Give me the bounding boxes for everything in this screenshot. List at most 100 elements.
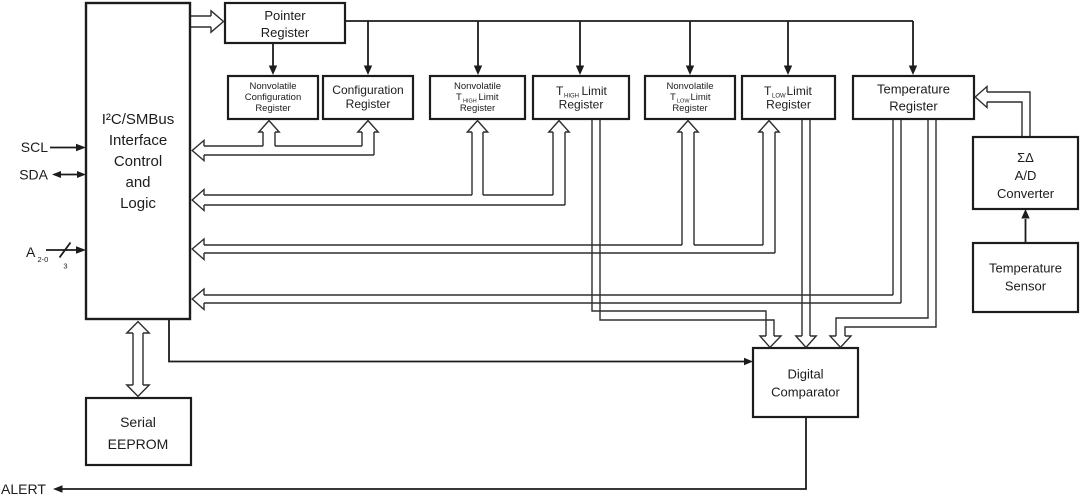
- config-label-line2: Register: [346, 97, 391, 111]
- address-pin-label: A: [26, 244, 36, 260]
- address-bus-width-label: 3: [63, 262, 67, 271]
- arrowhead-bus3-into-i2c: [191, 237, 205, 262]
- tlow-limit-register-block: [740, 74, 837, 121]
- i2c-block-label-line4: and: [125, 174, 150, 191]
- configuration-register-block: [321, 74, 415, 121]
- i2c-block-label-line2: Interface: [109, 132, 167, 149]
- nv-config-label-line2: Configuration: [245, 92, 302, 103]
- nv-thigh-limit: Limit: [479, 92, 499, 103]
- nv-thigh-sub: HIGH: [463, 99, 477, 105]
- arrowhead-into-eeprom: [125, 384, 151, 398]
- nv-tlow-limit: Limit: [691, 92, 711, 103]
- i2c-interface-block: [84, 1, 192, 321]
- adc-block: [971, 135, 1080, 211]
- arrowhead-into-nv-thigh: [465, 119, 490, 133]
- arrowhead-bus2-into-i2c: [191, 187, 205, 213]
- nv-config-label-line3: Register: [255, 103, 290, 114]
- temp-register-label-line1: Temperature: [877, 82, 950, 97]
- pointer-register-label-line2: Register: [261, 25, 310, 40]
- nonvolatile-thigh-limit-register-block: [428, 74, 527, 121]
- scl-pin-label: SCL: [21, 139, 48, 155]
- tlow-registers-to-i2c-bus: [204, 132, 776, 254]
- adc-to-temp-register-bus: [987, 91, 1031, 137]
- digital-comparator-block: [751, 346, 860, 419]
- temp-register-label-line2: Register: [889, 99, 938, 114]
- arrowhead-into-config-top: [363, 65, 373, 75]
- comparator-label-line2: Comparator: [771, 385, 840, 400]
- arrowhead-into-config: [356, 119, 380, 133]
- nv-tlow-sub: LOW: [677, 99, 690, 105]
- thigh-limit-register-block: [531, 74, 631, 121]
- bus-arrowheads: [125, 9, 988, 398]
- arrowhead-into-adc: [1021, 209, 1030, 219]
- i2c-block-label-line1: I²C/SMBus: [102, 111, 175, 128]
- temperature-register-block: [851, 74, 976, 121]
- comparator-label-line1: Digital: [787, 367, 823, 382]
- nv-tlow-t: T: [670, 92, 676, 103]
- pointer-register-block: [223, 1, 347, 45]
- arrowhead-thigh-into-comparator: [758, 335, 783, 349]
- address-bus-width-tick: [58, 241, 72, 259]
- tlow-to-comparator-bus: [801, 119, 811, 336]
- thigh-limit: Limit: [582, 84, 608, 98]
- arrowhead-into-i2c-from-eeprom: [125, 320, 151, 334]
- arrowhead-into-tlow-top: [783, 65, 793, 75]
- arrowhead-sda-left: [52, 171, 61, 178]
- tlow-label-line2: Register: [766, 98, 811, 112]
- arrowhead-scl: [76, 143, 86, 152]
- arrowhead-into-pointer: [210, 9, 225, 34]
- arrowhead-into-temp-register-top: [908, 65, 918, 75]
- nv-tlow-label-line1: Nonvolatile: [667, 81, 714, 92]
- arrowhead-into-thigh-top: [575, 65, 585, 75]
- serial-eeprom-block: [84, 396, 193, 467]
- arrowhead-into-nv-tlow: [676, 119, 700, 133]
- adc-label-line3: Converter: [997, 186, 1055, 201]
- arrowhead-into-comparator-left: [744, 357, 753, 366]
- i2c-to-pointer-bus: [190, 15, 211, 28]
- thigh-label-line2: Register: [559, 98, 604, 112]
- arrowhead-bus4-into-i2c: [191, 287, 205, 312]
- arrowhead-into-tlow: [757, 119, 781, 133]
- nv-thigh-label-line3: Register: [460, 103, 495, 114]
- arrowhead-into-nv-config: [257, 119, 281, 133]
- pointer-register-label-line1: Pointer: [264, 8, 306, 23]
- nonvolatile-tlow-limit-register-block: [643, 74, 737, 121]
- temperature-sensor-block: [971, 241, 1080, 314]
- nonvolatile-configuration-register-block: [226, 74, 320, 121]
- nv-thigh-t: T: [456, 92, 462, 103]
- nv-config-label-line1: Nonvolatile: [250, 81, 297, 92]
- temp-register-to-comparator-bus: [835, 119, 937, 336]
- sda-pin-label: SDA: [19, 167, 48, 183]
- nv-thigh-label-line1: Nonvolatile: [454, 81, 501, 92]
- thigh-registers-to-i2c-bus: [204, 132, 566, 206]
- thigh-t: T: [556, 84, 564, 98]
- pointer-to-registers-line: [272, 20, 914, 66]
- tlow-t: T: [764, 84, 772, 98]
- eeprom-label-line1: Serial: [120, 414, 156, 430]
- i2c-to-comparator-line: [168, 319, 744, 363]
- temp-sensor-label-line2: Sensor: [1005, 279, 1047, 294]
- arrowhead-tlow-into-comparator: [794, 335, 818, 349]
- arrowhead-bus1-into-i2c: [191, 138, 205, 163]
- nv-tlow-label-line3: Register: [672, 103, 707, 114]
- arrowhead-into-thigh: [547, 119, 571, 133]
- arrowhead-into-nv-thigh-top: [473, 65, 483, 75]
- arrowhead-sda-right: [77, 171, 86, 178]
- tlow-sub: LOW: [772, 94, 786, 100]
- config-registers-to-i2c-bus: [204, 132, 375, 156]
- arrowhead-into-temp-register: [974, 84, 988, 110]
- i2c-block-label-line5: Logic: [120, 195, 156, 212]
- alert-pin-label: ALERT: [1, 481, 46, 496]
- eeprom-label-line2: EEPROM: [108, 436, 169, 452]
- thigh-sub: HIGH: [564, 94, 579, 100]
- arrowhead-into-nv-config-top: [268, 65, 278, 75]
- solid-arrowheads: [52, 65, 1030, 493]
- i2c-eeprom-bus: [132, 333, 144, 385]
- config-label-line1: Configuration: [332, 83, 403, 97]
- thigh-to-comparator-bus: [591, 119, 775, 336]
- i2c-block-label-line3: Control: [114, 153, 162, 170]
- adc-label-line2: A/D: [1015, 168, 1037, 183]
- arrowhead-address: [76, 246, 86, 254]
- address-pin-subscript: 2-0: [38, 255, 49, 264]
